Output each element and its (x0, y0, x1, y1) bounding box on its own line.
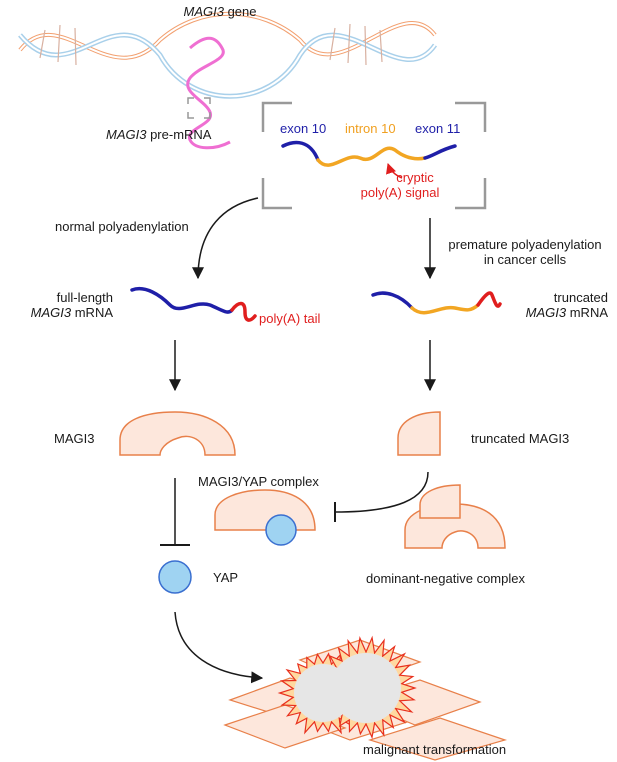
dna-helix-icon (18, 11, 438, 99)
magi3-protein-label: MAGI3 (54, 431, 95, 446)
exon-11-label: exon 11 (415, 121, 461, 136)
gene-label: MAGI3 gene (155, 4, 285, 19)
full-length-mrna-strand (130, 287, 257, 322)
gene-label-suffix: gene (223, 4, 257, 19)
zoom-bracket-small (187, 97, 211, 119)
dominant-negative-complex-icon (404, 484, 506, 549)
cryptic-line-1: cryptic (396, 170, 434, 185)
dominant-negative-label: dominant-negative complex (366, 571, 525, 586)
premature-polyadenylation-label: premature polyadenylation in cancer cell… (440, 237, 610, 267)
gene-segment-strand (281, 140, 457, 167)
intron-10-segment (316, 146, 427, 167)
full-length-mrna-label: full-length MAGI3 mRNA (5, 290, 113, 320)
truncated-mrna-strand (371, 291, 502, 315)
truncated-gene: MAGI3 (525, 305, 567, 320)
exon-10-label: exon 10 (280, 121, 327, 136)
yap-icon (158, 560, 192, 594)
premrna-label-suffix: pre-mRNA (146, 127, 212, 142)
polya-tail-label: poly(A) tail (259, 311, 321, 326)
full-length-gene: MAGI3 (30, 305, 72, 320)
truncated-inhibition-line (334, 471, 429, 513)
malignant-cells-icon (223, 635, 508, 761)
pre-mrna-strand-icon (186, 36, 231, 150)
magi3-protein-icon (119, 411, 236, 456)
cryptic-signal-label: cryptic poly(A) signal (335, 170, 465, 200)
magi3-yap-complex-icon (214, 489, 316, 546)
malignant-transformation-label: malignant transformation (363, 742, 507, 757)
magi3-yap-complex-label: MAGI3/YAP complex (198, 474, 319, 489)
gene-label-gene: MAGI3 (183, 4, 224, 19)
premature-line-1: premature polyadenylation (448, 237, 602, 252)
yap-label: YAP (213, 570, 239, 585)
cryptic-line-2: poly(A) signal (360, 185, 440, 200)
exon-10-segment (281, 140, 320, 162)
zoom-bracket-large (261, 101, 487, 210)
premrna-label-gene: MAGI3 (106, 127, 147, 142)
full-length-suffix: mRNA (71, 305, 113, 320)
truncated-suffix: mRNA (566, 305, 608, 320)
truncated-magi3-label: truncated MAGI3 (471, 431, 570, 446)
full-length-line-1: full-length (56, 290, 113, 305)
normal-polyadenylation-label: normal polyadenylation (55, 219, 189, 234)
normal-polyadenylation-arrow (192, 197, 259, 280)
truncated-magi3-protein-icon (397, 411, 441, 456)
truncated-mrna-label: truncated MAGI3 mRNA (498, 290, 608, 320)
cryptic-signal-arrow (386, 163, 403, 179)
intron-10-label: intron 10 (345, 121, 396, 136)
truncated-line-1: truncated (553, 290, 608, 305)
premrna-label: MAGI3 pre-mRNA (106, 127, 211, 142)
premature-line-2: in cancer cells (483, 252, 567, 267)
transformation-arrow (174, 611, 264, 684)
exon-11-segment (423, 144, 457, 160)
